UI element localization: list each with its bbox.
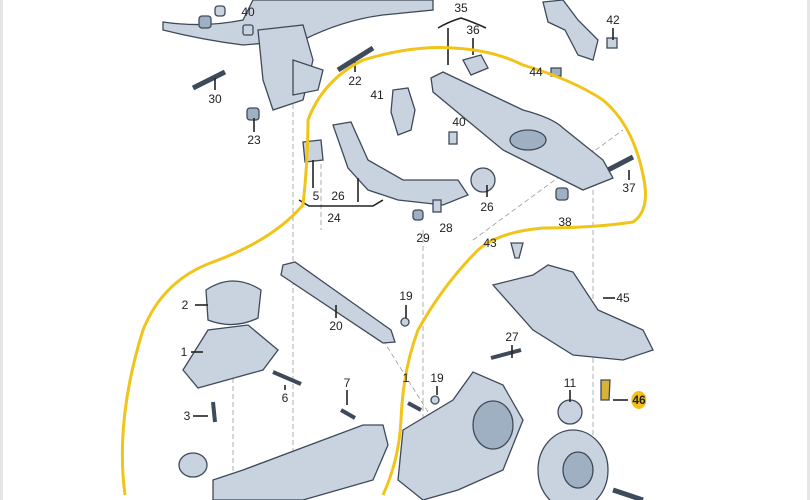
part-label: 2 (181, 298, 189, 312)
part-label: 24 (327, 211, 341, 225)
part-label: 40 (241, 5, 255, 19)
part-label: 29 (416, 231, 430, 245)
part-label: 42 (606, 13, 620, 27)
bolts-top (191, 5, 375, 121)
part-label: 40 (452, 115, 466, 129)
part-label: 3 (183, 409, 191, 423)
wheel-hub (537, 399, 644, 500)
part-label: 11 (563, 376, 577, 390)
bracket-41 (390, 87, 416, 136)
part-label: 26 (480, 200, 494, 214)
part-label: 1 (180, 345, 188, 359)
part-label: 1 (402, 371, 410, 385)
part-label: 37 (622, 181, 636, 195)
part-label: 27 (505, 330, 519, 344)
subframe-crossmember (162, 0, 434, 111)
leader-lines (191, 17, 630, 417)
part-label: 36 (466, 23, 480, 37)
part-label: 43 (483, 236, 497, 250)
trailing-arm (178, 408, 389, 500)
part-label: 20 (329, 319, 343, 333)
part-label: 22 (348, 74, 362, 88)
highlighted-part-label: 46 (631, 391, 647, 409)
part-label: 7 (343, 376, 351, 390)
part-label: 28 (439, 221, 453, 235)
control-arm (430, 54, 614, 191)
part-label: 23 (247, 133, 261, 147)
part-label: 45 (616, 291, 630, 305)
part-label: 38 (558, 215, 572, 229)
part-label: 35 (454, 1, 468, 15)
upper-arm (302, 121, 635, 221)
part-label: 26 (331, 189, 345, 203)
part-label: 19 (430, 371, 444, 385)
wheel-carrier (397, 348, 524, 500)
level-sensor-bracket (542, 0, 618, 77)
mount-1 (182, 324, 302, 423)
highlight-outline (120, 46, 647, 496)
spring-plate (491, 242, 654, 401)
part-label: 30 (208, 92, 222, 106)
part-label: 44 (529, 65, 543, 79)
bushing-2 (205, 280, 262, 326)
part-label: 5 (312, 189, 320, 203)
part-label: 19 (399, 289, 413, 303)
part-label: 6 (281, 391, 289, 405)
link-20 (280, 261, 410, 344)
diagram-drawing (120, 0, 654, 500)
part-label: 41 (370, 88, 384, 102)
